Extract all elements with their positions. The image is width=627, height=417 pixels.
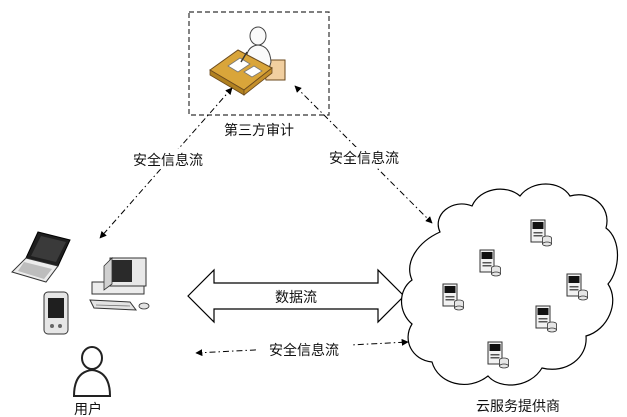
laptop-icon: [11, 231, 71, 283]
auditor-user-label: 安全信息流: [133, 152, 203, 169]
auditor-at-desk-icon: [209, 26, 286, 96]
user-label: 用户: [74, 401, 102, 417]
cloud-label: 云服务提供商: [476, 399, 560, 415]
desktop-computer-icon: [89, 257, 150, 311]
data-flow-label: 数据流: [275, 290, 317, 306]
edge-user-cloud-data: 数据流: [187, 268, 405, 324]
edge-auditor-cloud: 安全信息流: [294, 85, 433, 224]
user-cloud-security-label: 安全信息流: [269, 342, 339, 359]
cloud-icon: [400, 183, 618, 386]
pda-icon: [43, 291, 69, 335]
edge-auditor-user: 安全信息流: [99, 87, 233, 239]
auditor-label: 第三方审计: [224, 122, 294, 139]
user-avatar-icon: [72, 346, 112, 397]
edge-user-cloud-security: 安全信息流: [195, 338, 409, 359]
user-cloud-security-arrow: [195, 338, 409, 357]
cloud-node: 云服务提供商: [400, 183, 618, 415]
auditor-node: 第三方审计: [188, 11, 330, 139]
user-node: 用户: [11, 231, 150, 417]
auditor-cloud-label: 安全信息流: [329, 150, 399, 167]
auditor-box: [188, 11, 330, 116]
